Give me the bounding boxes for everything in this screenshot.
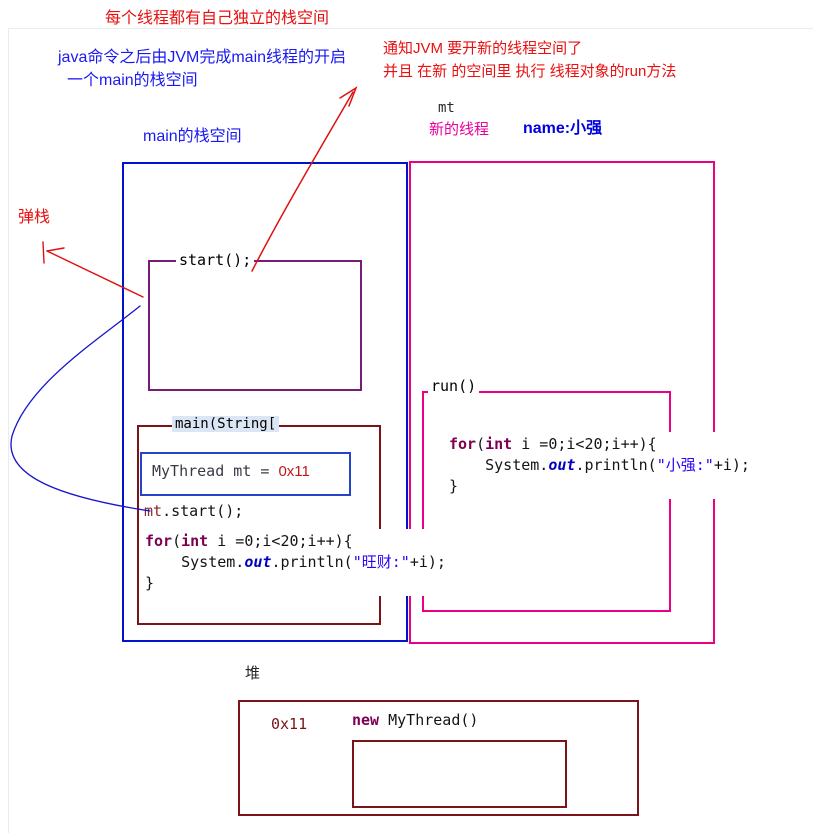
thread-name-label: name:小强: [523, 120, 603, 137]
heap-new-mythread-code: new MyThread(): [352, 711, 479, 729]
jvm-note-line2: 一个main的栈空间: [67, 72, 198, 89]
canvas-edge-horizontal: [8, 28, 813, 29]
main-for-loop-code: for(int i =0;i<20;i++){ System.out.print…: [143, 529, 457, 596]
mythread-ref-box: [140, 452, 351, 496]
heap-object-inner-box: [352, 740, 567, 808]
heap-address-label: 0x11: [271, 715, 308, 733]
run-for-loop-code: for(int i =0;i<20;i++){ System.out.print…: [447, 432, 750, 499]
notify-note-line2: 并且 在新 的空间里 执行 线程对象的run方法: [383, 63, 677, 80]
new-thread-label: 新的线程: [429, 121, 490, 138]
start-frame-label: start();: [176, 251, 255, 269]
notify-note-line1: 通知JVM 要开新的线程空间了: [383, 40, 583, 57]
run-frame-label: run(): [428, 377, 480, 395]
top-note: 每个线程都有自己独立的栈空间: [105, 10, 330, 27]
start-frame-box: [148, 260, 362, 391]
heap-box: [238, 700, 639, 816]
heap-label: 堆: [245, 665, 261, 682]
mt-reference-label: mt: [438, 100, 455, 116]
jvm-note-line1: java命令之后由JVM完成main线程的开启: [58, 49, 347, 66]
main-stack-label: main的栈空间: [143, 128, 242, 145]
main-frame-label: main(String[: [172, 416, 280, 432]
mt-start-code: mt.start();: [144, 501, 244, 522]
canvas-edge-vertical: [8, 28, 9, 833]
run-frame-box: [422, 391, 671, 612]
new-thread-stack-space-box: [409, 161, 715, 644]
mythread-assign-code: MyThread mt = 0x11: [152, 462, 310, 480]
pop-stack-label: 弹栈: [18, 209, 51, 226]
